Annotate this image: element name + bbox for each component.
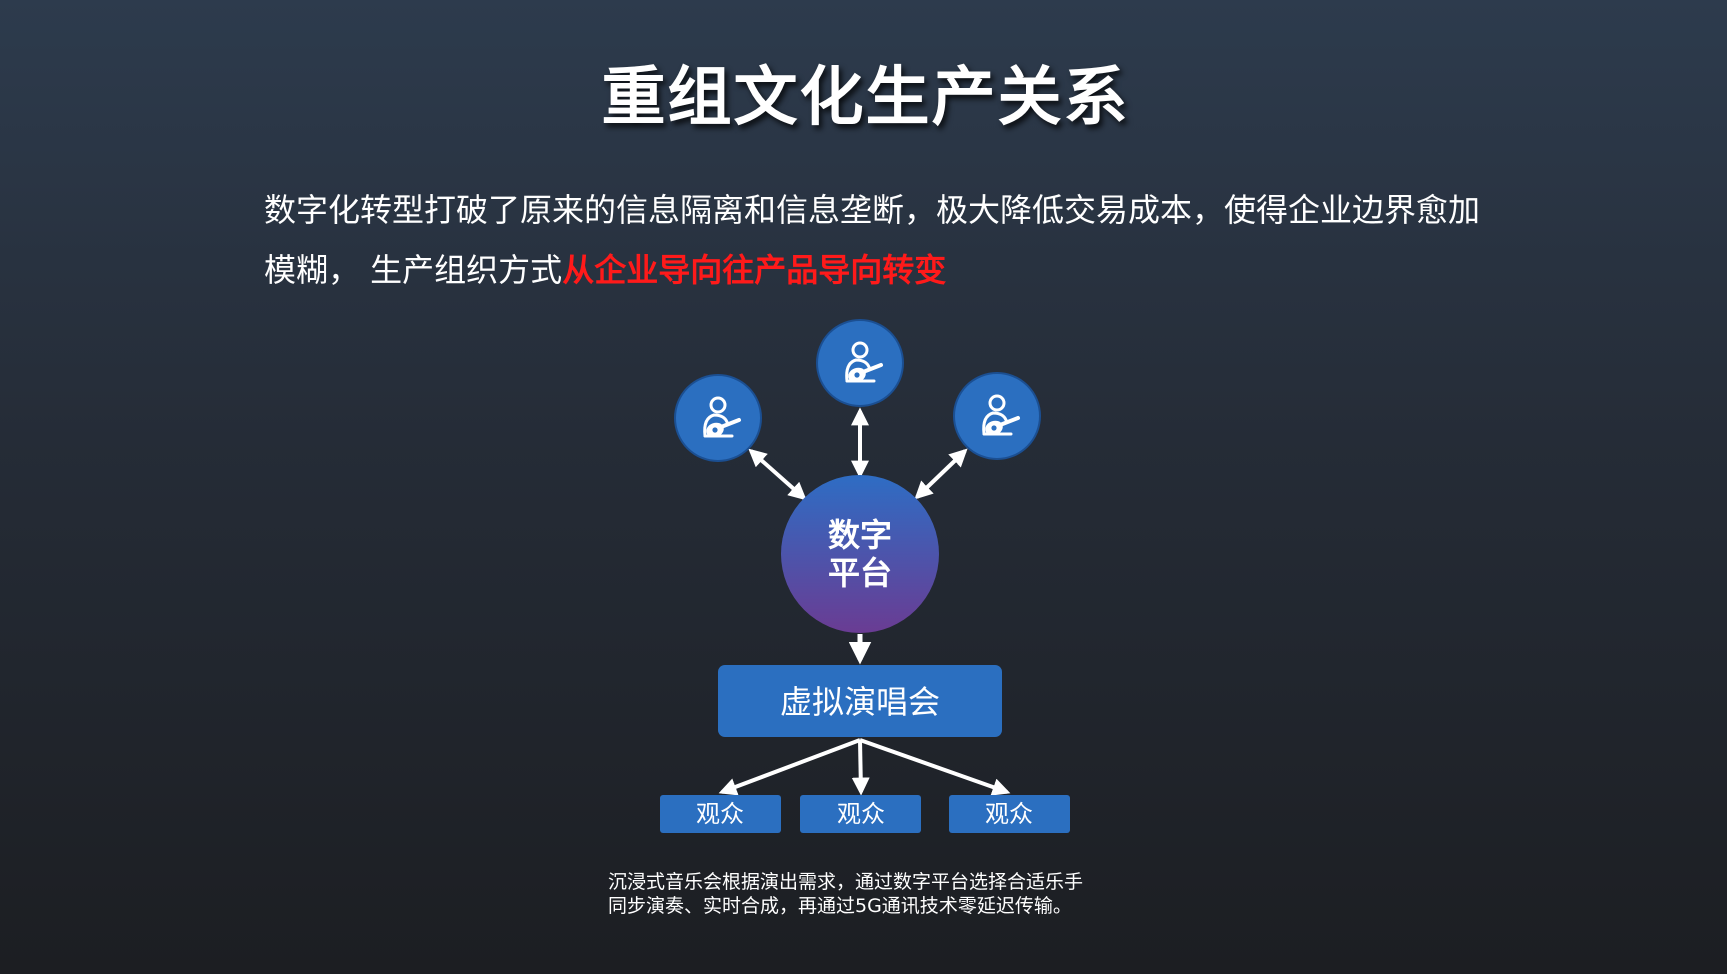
virtual-concert-label: 虚拟演唱会 bbox=[780, 683, 940, 721]
platform-label-line1: 数字 bbox=[828, 516, 892, 554]
paragraph-highlight: 从企业导向往产品导向转变 bbox=[562, 251, 947, 289]
arrow-concert-to-audience-1 bbox=[718, 738, 861, 796]
platform-label-line2: 平台 bbox=[828, 554, 892, 592]
arrow-concert-to-audience-2 bbox=[851, 739, 870, 796]
caption-line-1: 沉浸式音乐会根据演出需求，通过数字平台选择合适乐手 bbox=[608, 871, 1084, 893]
diagram-caption: 沉浸式音乐会根据演出需求，通过数字平台选择合适乐手 同步演奏、实时合成，再通过5… bbox=[608, 870, 1168, 918]
musician-node-right bbox=[953, 372, 1041, 460]
audience-box-3: 观众 bbox=[949, 795, 1070, 833]
arrow-left-musician bbox=[748, 448, 807, 501]
audience-box-1: 观众 bbox=[660, 795, 781, 833]
virtual-concert-node: 虚拟演唱会 bbox=[718, 665, 1002, 737]
slide-title: 重组文化生产关系 bbox=[601, 61, 1130, 135]
right-edge-strip bbox=[1727, 0, 1731, 974]
arrow-concert-to-audience-3 bbox=[859, 738, 1011, 796]
arrow-right-musician bbox=[914, 448, 968, 500]
audience-label-3: 观众 bbox=[985, 800, 1033, 828]
musician-node-left bbox=[674, 374, 762, 462]
intro-paragraph: 数字化转型打破了原来的信息隔离和信息垄断，极大降低交易成本，使得企业边界愈加模糊… bbox=[264, 180, 1484, 300]
paragraph-text: 数字化转型打破了原来的信息隔离和信息垄断，极大降低交易成本，使得企业边界愈加模糊… bbox=[264, 191, 1481, 289]
digital-platform-node: 数字 平台 bbox=[781, 475, 939, 633]
audience-box-2: 观众 bbox=[800, 795, 921, 833]
audience-label-2: 观众 bbox=[837, 800, 885, 828]
audience-label-1: 观众 bbox=[696, 800, 744, 828]
musician-node-top bbox=[816, 319, 904, 407]
caption-line-2: 同步演奏、实时合成，再通过5G通讯技术零延迟传输。 bbox=[608, 895, 1072, 917]
